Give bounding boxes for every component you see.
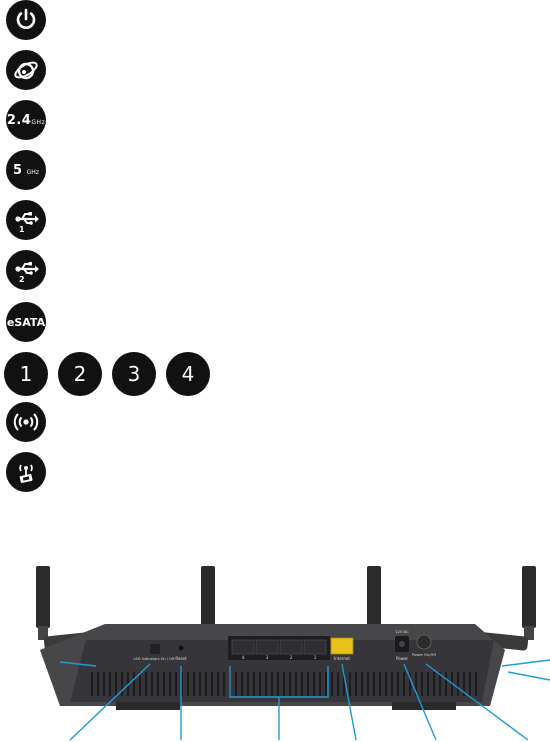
lan-port-4-icon: 4 xyxy=(166,352,210,396)
power-switch-label: Power On/Off xyxy=(412,653,436,657)
esata-led-icon: eSATA xyxy=(6,302,46,342)
wifi-5-label: 5 xyxy=(13,162,23,178)
usb1-index: 1 xyxy=(19,225,25,234)
lan-port-1[interactable] xyxy=(303,639,327,655)
usb2-led-icon: 2 xyxy=(6,250,46,290)
lan-port-1-icon: 1 xyxy=(4,352,48,396)
lan-port-4[interactable] xyxy=(231,639,255,655)
lan-port-3-icon: 3 xyxy=(112,352,156,396)
power-label: Power xyxy=(396,656,408,661)
usb-icon: 2 xyxy=(15,262,39,284)
internet-label: Internet xyxy=(334,656,350,661)
router-back-panel: LED Indicators On / Off Reset 4 3 2 1 In… xyxy=(36,566,550,741)
lan-port-2-icon: 2 xyxy=(58,352,102,396)
led-onoff-switch[interactable] xyxy=(150,644,160,654)
wifi-5-unit: GHz xyxy=(26,168,39,176)
wireless-toggle-led-icon xyxy=(6,452,46,492)
lan-port-number: 3 xyxy=(127,362,141,386)
dc-label: 12V DC xyxy=(395,630,409,634)
power-icon xyxy=(16,8,36,29)
lan-port-3[interactable] xyxy=(255,639,279,655)
usb-icon: 1 xyxy=(15,212,39,234)
wps-icon xyxy=(13,413,39,431)
lan-port-number: 1 xyxy=(19,362,33,386)
vent-slots xyxy=(91,672,477,696)
reset-label: Reset xyxy=(175,656,187,661)
wifi-24-unit: GHz xyxy=(31,118,46,126)
lan-port-2[interactable] xyxy=(279,639,303,655)
callout-lines xyxy=(59,659,550,741)
usb2-index: 2 xyxy=(19,275,25,284)
esata-label: eSATA xyxy=(6,315,46,329)
wireless-toggle-icon xyxy=(19,464,33,483)
led-switch-label: LED Indicators On / Off xyxy=(134,657,176,661)
lan-port-number: 4 xyxy=(181,362,195,386)
globe-icon xyxy=(14,61,38,80)
internet-led-icon xyxy=(6,50,46,90)
lan-number: 2 xyxy=(290,655,293,660)
lan-number: 4 xyxy=(242,655,245,660)
power-onoff-button[interactable] xyxy=(416,634,432,650)
lan-number: 1 xyxy=(314,655,317,660)
lan-number: 3 xyxy=(266,655,269,660)
usb1-led-icon: 1 xyxy=(6,200,46,240)
wps-led-icon xyxy=(6,402,46,442)
reset-button[interactable] xyxy=(178,645,184,651)
internet-port[interactable] xyxy=(330,637,354,655)
wifi-24ghz-led-icon: 2.4GHz xyxy=(6,100,46,140)
power-led-icon xyxy=(6,0,46,40)
wifi-24-label: 2.4 xyxy=(6,112,32,128)
wifi-5ghz-led-icon: 5 GHz xyxy=(6,150,46,190)
lan-port-number: 2 xyxy=(73,362,87,386)
